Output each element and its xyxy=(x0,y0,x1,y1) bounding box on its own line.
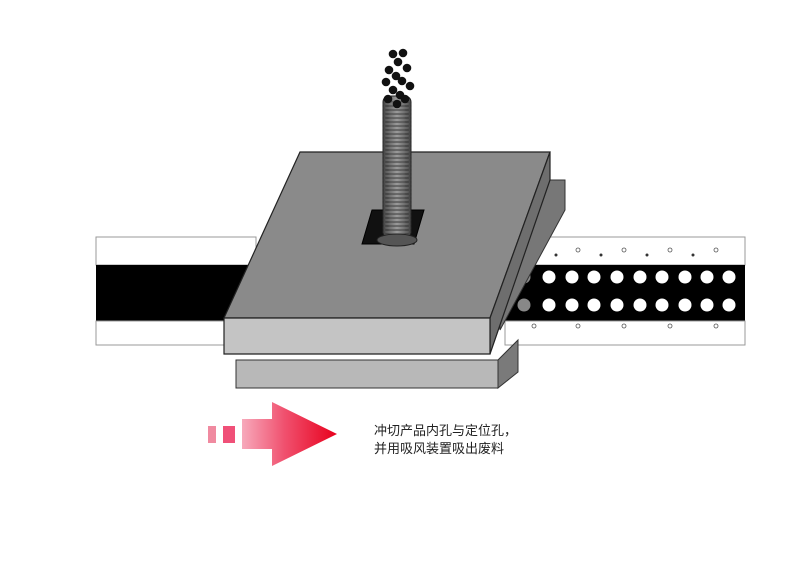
scrap-slug xyxy=(398,48,408,58)
punched-hole xyxy=(633,270,647,284)
pilot-hole xyxy=(575,323,581,329)
tube-ring xyxy=(382,209,412,215)
arrow-dash-2 xyxy=(223,426,235,443)
lower-plate-front xyxy=(235,359,499,389)
scrap-slug-particles xyxy=(381,48,415,109)
tube-ring xyxy=(382,181,412,187)
scrap-slug xyxy=(388,85,398,95)
punched-hole xyxy=(722,298,736,312)
punched-hole xyxy=(700,270,714,284)
tube-ring xyxy=(382,177,412,183)
lower-die-plate xyxy=(235,338,519,390)
tube-ring xyxy=(382,173,412,179)
tube-ring xyxy=(382,213,412,219)
scrap-slug xyxy=(400,94,410,104)
punched-hole xyxy=(655,298,669,312)
arrow-head xyxy=(242,402,337,466)
arrow-dash-1 xyxy=(208,426,216,443)
lower-plate-side xyxy=(497,338,519,390)
tube-ring xyxy=(382,109,412,115)
punched-hole xyxy=(678,270,692,284)
scrap-slug xyxy=(392,99,402,109)
punched-hole xyxy=(565,270,579,284)
tube-ring xyxy=(382,153,412,159)
tube-ring xyxy=(382,197,412,203)
tube-ring xyxy=(382,185,412,191)
pilot-hole xyxy=(531,323,537,329)
tube-ring xyxy=(382,169,412,175)
scrap-slug xyxy=(388,49,398,59)
tube-ring xyxy=(382,145,412,151)
pilot-hole xyxy=(667,323,673,329)
caption-line-1: 冲切产品内孔与定位孔， xyxy=(374,424,518,439)
scrap-slug xyxy=(381,77,391,87)
punched-hole xyxy=(610,298,624,312)
pilot-hole xyxy=(554,253,558,257)
punched-hole xyxy=(678,298,692,312)
scrap-slug xyxy=(393,57,403,67)
tube-ring xyxy=(382,137,412,143)
pilot-hole xyxy=(713,323,719,329)
feed-direction-arrow-icon xyxy=(208,402,337,466)
tube-ring xyxy=(382,141,412,147)
pilot-holes xyxy=(531,247,719,329)
upper-plate-front xyxy=(223,317,491,355)
scrap-slug xyxy=(383,94,393,104)
scrap-slug xyxy=(405,81,415,91)
punched-hole xyxy=(517,298,531,312)
tube-ring xyxy=(382,133,412,139)
punched-hole xyxy=(633,298,647,312)
tube-ring xyxy=(382,217,412,223)
tube-ring xyxy=(382,205,412,211)
scrap-slug xyxy=(391,71,401,81)
punched-hole xyxy=(700,298,714,312)
pilot-hole xyxy=(667,247,673,253)
pilot-hole xyxy=(621,323,627,329)
tube-ring xyxy=(382,129,412,135)
punched-hole xyxy=(542,270,556,284)
scrap-slug xyxy=(384,65,394,75)
tube-ring xyxy=(382,165,412,171)
tube-ring xyxy=(382,189,412,195)
tube-ring xyxy=(382,193,412,199)
tube-ring xyxy=(382,125,412,131)
scrap-slug xyxy=(397,76,407,86)
suction-tube-icon xyxy=(376,95,418,247)
pilot-hole xyxy=(713,247,719,253)
punched-hole xyxy=(722,270,736,284)
tube-ring xyxy=(382,201,412,207)
pilot-hole xyxy=(575,247,581,253)
caption-line-2: 并用吸风装置吸出废料 xyxy=(374,442,505,457)
punched-hole xyxy=(587,270,601,284)
punched-hole xyxy=(565,298,579,312)
pilot-hole xyxy=(599,253,603,257)
pilot-hole xyxy=(645,253,649,257)
tube-ring xyxy=(382,113,412,119)
pilot-hole xyxy=(691,253,695,257)
pilot-hole xyxy=(621,247,627,253)
tube-ring xyxy=(382,149,412,155)
tube-ring xyxy=(382,121,412,127)
strip-left-white-top xyxy=(95,236,257,266)
tube-ring xyxy=(382,157,412,163)
punched-hole xyxy=(655,270,669,284)
tube-ring xyxy=(382,117,412,123)
tube-ring xyxy=(382,225,412,231)
tube-ring xyxy=(382,161,412,167)
scrap-slug xyxy=(402,63,412,73)
punched-hole xyxy=(587,298,601,312)
tube-ring xyxy=(382,221,412,227)
punched-hole xyxy=(610,270,624,284)
punched-hole xyxy=(542,298,556,312)
